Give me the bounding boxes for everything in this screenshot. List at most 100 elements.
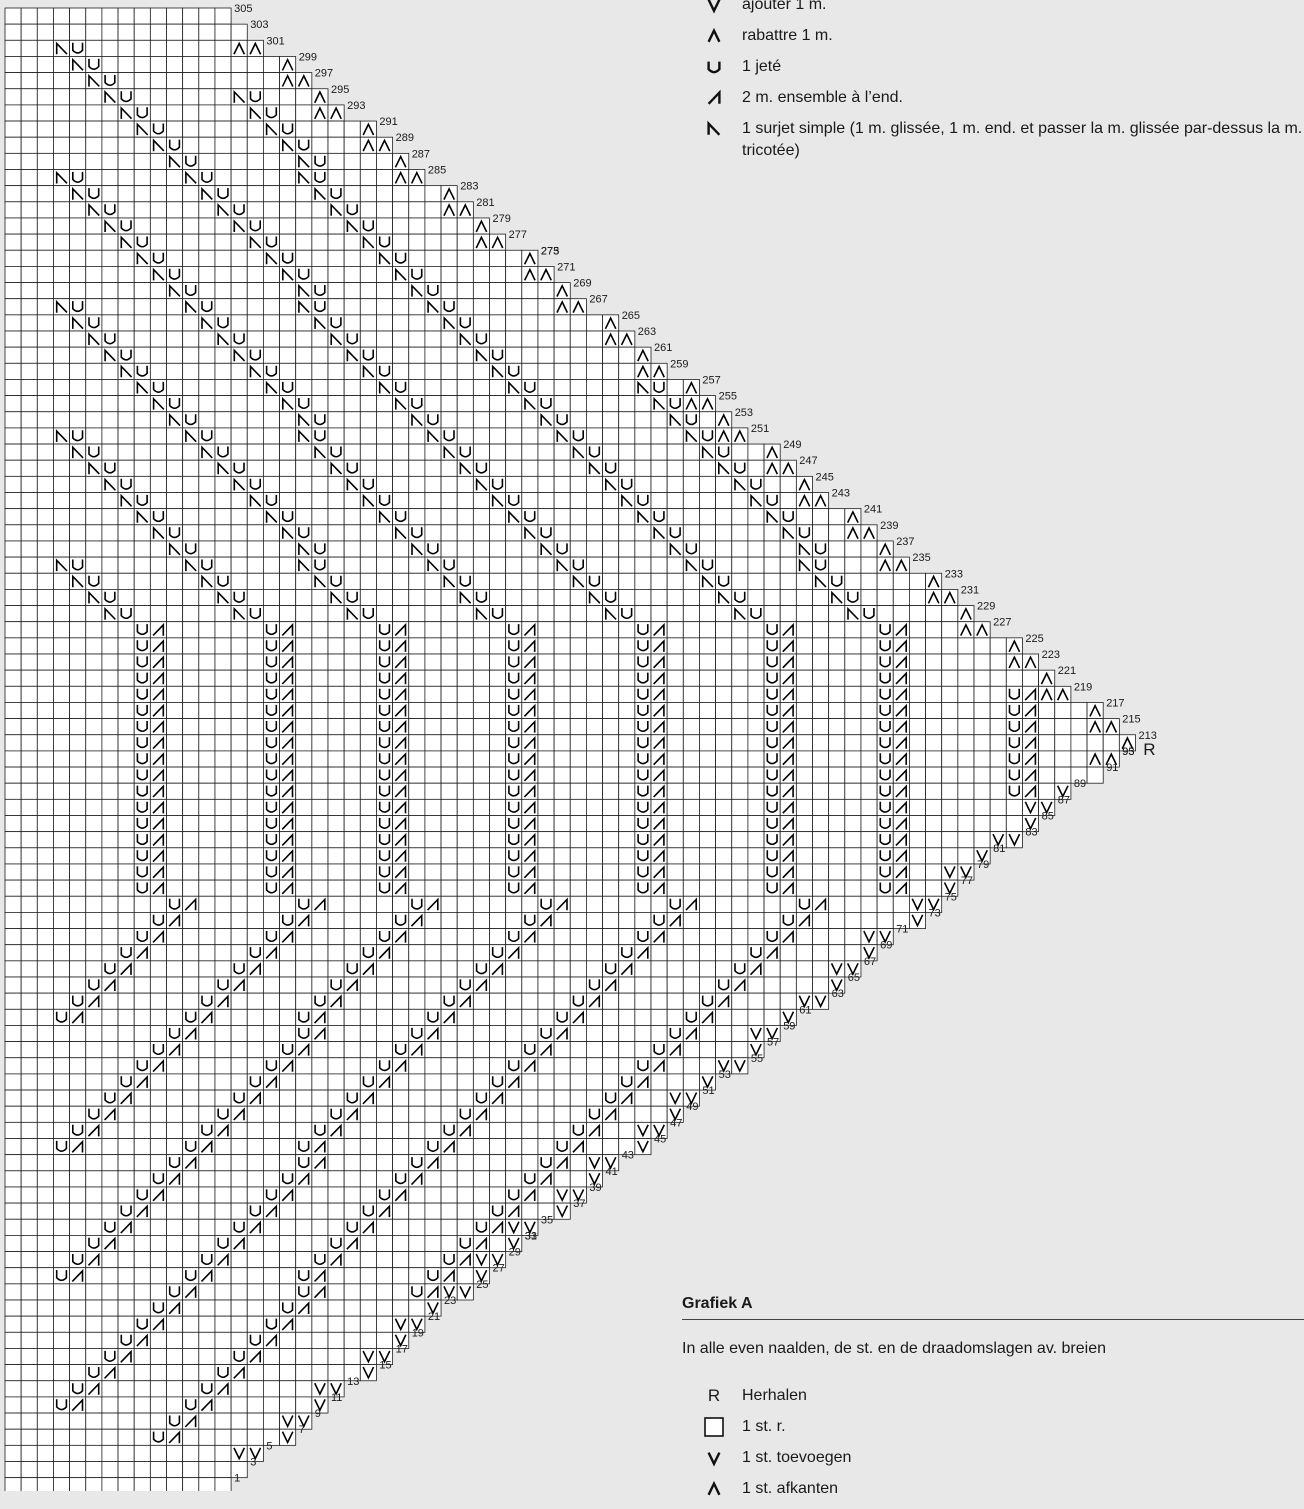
chart-cell (506, 896, 522, 912)
chart-cell (829, 816, 845, 832)
chart-cell (118, 702, 134, 718)
chart-cell (86, 961, 102, 977)
chart-cell (37, 961, 53, 977)
chart-cell (522, 428, 538, 444)
chart-cell (21, 719, 37, 735)
chart-cell (603, 945, 619, 961)
chart-cell (21, 1462, 37, 1478)
chart-cell (683, 1058, 699, 1074)
chart-cell (199, 589, 215, 605)
chart-cell (1055, 767, 1071, 783)
chart-cell (958, 816, 974, 832)
chart-cell (522, 476, 538, 492)
chart-cell (586, 1139, 602, 1155)
chart-cell (360, 589, 376, 605)
chart-cell (134, 977, 150, 993)
row-label: 41 (606, 1166, 618, 1178)
chart-cell (764, 557, 780, 573)
chart-cell (554, 816, 570, 832)
chart-cell (134, 299, 150, 315)
chart-cell (215, 1348, 231, 1364)
chart-cell (328, 250, 344, 266)
chart-cell (21, 412, 37, 428)
chart-cell (780, 573, 796, 589)
chart-cell (183, 460, 199, 476)
chart-cell (215, 1187, 231, 1203)
chart-cell (70, 1316, 86, 1332)
chart-cell (328, 767, 344, 783)
chart-cell (376, 896, 392, 912)
chart-cell (522, 1155, 538, 1171)
chart-cell (376, 1009, 392, 1025)
chart-cell (813, 816, 829, 832)
chart-cell (958, 751, 974, 767)
chart-cell (328, 702, 344, 718)
chart-cell (118, 735, 134, 751)
chart-cell (37, 993, 53, 1009)
chart-cell (425, 1090, 441, 1106)
chart-cell (231, 670, 247, 686)
chart-cell (554, 622, 570, 638)
chart-cell (312, 266, 328, 282)
chart-cell (199, 638, 215, 654)
chart-cell (263, 347, 279, 363)
chart-cell (490, 912, 506, 928)
chart-cell (699, 702, 715, 718)
chart-cell (506, 460, 522, 476)
chart-cell (296, 121, 312, 137)
chart-cell (619, 799, 635, 815)
chart-cell (5, 1268, 21, 1284)
chart-cell (619, 347, 635, 363)
chart-cell (457, 1187, 473, 1203)
chart-cell (699, 880, 715, 896)
chart-cell (667, 848, 683, 864)
chart-cell (441, 525, 457, 541)
chart-cell (376, 396, 392, 412)
chart-cell (603, 848, 619, 864)
chart-cell (296, 1332, 312, 1348)
chart-cell (522, 606, 538, 622)
chart-cell (409, 331, 425, 347)
chart-cell (5, 234, 21, 250)
chart-cell (748, 525, 764, 541)
chart-cell (909, 799, 925, 815)
chart-cell (21, 880, 37, 896)
chart-cell (86, 945, 102, 961)
chart-cell (586, 929, 602, 945)
chart-cell (86, 1058, 102, 1074)
chart-cell (522, 299, 538, 315)
chart-cell (586, 751, 602, 767)
chart-cell (926, 670, 942, 686)
chart-cell (102, 1187, 118, 1203)
chart-cell (37, 331, 53, 347)
chart-cell (5, 1106, 21, 1122)
chart-cell (861, 767, 877, 783)
chart-cell (86, 929, 102, 945)
chart-cell (667, 509, 683, 525)
chart-cell (312, 1171, 328, 1187)
chart-cell (506, 331, 522, 347)
chart-cell (829, 767, 845, 783)
chart-cell (280, 1348, 296, 1364)
chart-cell (37, 299, 53, 315)
chart-cell (167, 1235, 183, 1251)
chart-cell (21, 783, 37, 799)
chart-cell (280, 1090, 296, 1106)
chart-cell (37, 735, 53, 751)
chart-cell (845, 832, 861, 848)
chart-cell (425, 1235, 441, 1251)
chart-cell (441, 1042, 457, 1058)
chart-cell (554, 832, 570, 848)
chart-cell (21, 105, 37, 121)
chart-cell (21, 1300, 37, 1316)
chart-cell (360, 202, 376, 218)
chart-cell (667, 654, 683, 670)
chart-cell (506, 476, 522, 492)
chart-cell (199, 460, 215, 476)
chart-cell (683, 864, 699, 880)
chart-cell (199, 1171, 215, 1187)
chart-cell (231, 816, 247, 832)
chart-cell (538, 428, 554, 444)
chart-cell (473, 719, 489, 735)
chart-cell (328, 121, 344, 137)
